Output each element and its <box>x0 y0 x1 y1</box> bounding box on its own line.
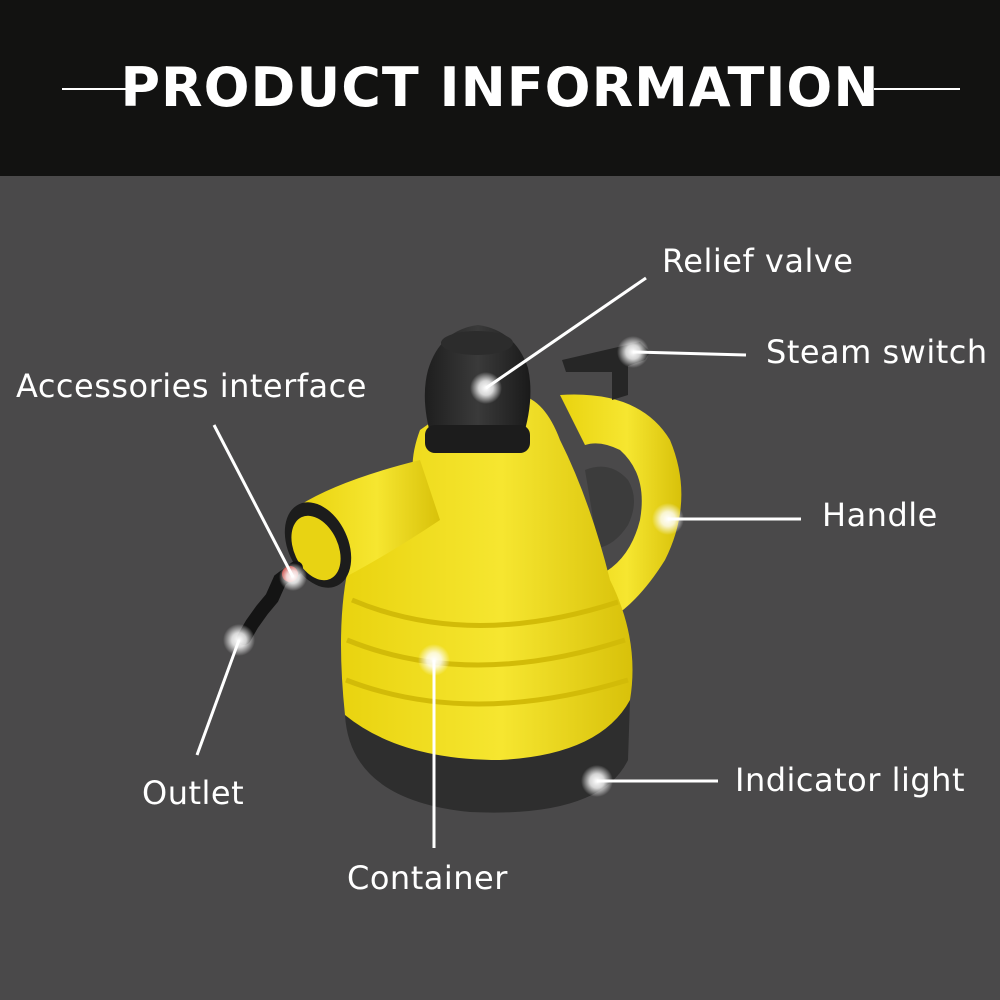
tank-rib <box>351 597 619 628</box>
tank-rib <box>345 677 629 707</box>
header-banner: PRODUCT INFORMATION <box>0 0 1000 176</box>
label-steam-switch: Steam switch <box>766 333 988 371</box>
label-indicator-light: Indicator light <box>735 761 965 799</box>
steamer-tank <box>341 395 633 760</box>
outlet-line <box>195 639 241 756</box>
steam-switch-line <box>632 350 747 357</box>
tank-rib <box>346 637 626 668</box>
relief-valve-glow <box>470 372 502 404</box>
container-glow <box>418 644 450 676</box>
indicator-light-glow <box>581 765 613 797</box>
steamer-handle <box>560 394 682 618</box>
header-left-rule <box>62 88 150 90</box>
label-accessories-interface: Accessories interface <box>16 367 367 405</box>
header-right-rule <box>874 88 960 90</box>
handle-glow <box>652 503 684 535</box>
nozzle-face <box>291 515 341 581</box>
callout-glows <box>223 336 684 797</box>
label-outlet: Outlet <box>142 774 245 812</box>
accessories-interface-glow <box>279 563 307 591</box>
page-title: PRODUCT INFORMATION <box>120 56 880 119</box>
label-handle: Handle <box>822 496 938 534</box>
outlet-glow <box>223 624 255 656</box>
relief-valve-top <box>441 331 513 355</box>
relief-valve-collar <box>425 425 530 453</box>
steamer-diagram <box>195 276 801 848</box>
accessories-interface-line <box>212 424 295 578</box>
label-container: Container <box>347 859 508 897</box>
label-relief-valve: Relief valve <box>662 242 854 280</box>
handle-grip-opening <box>585 466 634 548</box>
steam-switch-glow <box>617 336 649 368</box>
relief-valve-line <box>485 276 647 390</box>
callout-lines <box>195 276 801 848</box>
